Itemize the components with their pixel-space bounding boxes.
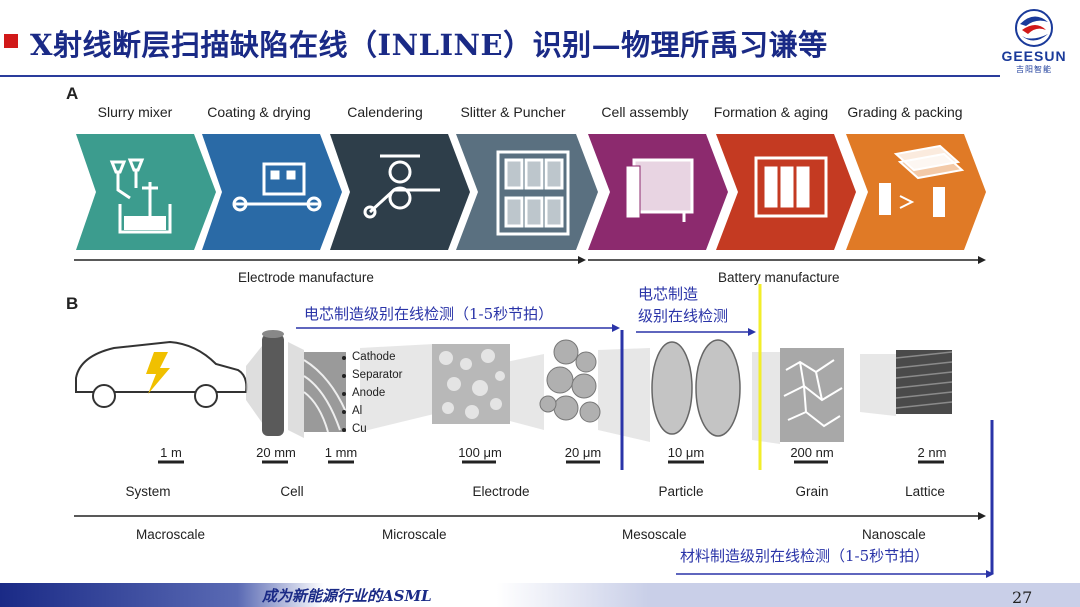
step-label-slurry: Slurry mixer bbox=[97, 104, 173, 120]
layer-label-cathode: Cathode bbox=[352, 351, 396, 363]
category-lattice: Lattice bbox=[905, 484, 945, 499]
scale-label-100um: 100 μm bbox=[458, 445, 502, 460]
scale-diagram bbox=[74, 284, 994, 578]
grain-image bbox=[780, 348, 844, 442]
step-label-grading: Grading & packing bbox=[847, 104, 963, 120]
step-label-assembly: Cell assembly bbox=[601, 104, 689, 120]
scale-label-1mm: 1 mm bbox=[324, 445, 358, 460]
axis-microscale: Microscale bbox=[382, 527, 447, 542]
particle-cross-section-image bbox=[651, 339, 741, 437]
layer-label-al: Al bbox=[352, 405, 363, 417]
mixer-icon bbox=[109, 158, 172, 234]
scale-label-10um: 10 μm bbox=[667, 445, 705, 460]
axis-mesoscale: Mesoscale bbox=[622, 527, 687, 542]
category-grain: Grain bbox=[795, 484, 829, 499]
category-particle: Particle bbox=[658, 484, 704, 499]
page-title: X射线断层扫描缺陷在线（INLINE）识别—物理所禹习谦等 bbox=[30, 28, 828, 62]
footer-slogan: 成为新能源行业的ASML bbox=[262, 587, 432, 605]
step-label-coating: Coating & drying bbox=[207, 104, 311, 120]
step-label-slitter: Slitter & Puncher bbox=[460, 104, 566, 120]
cell-cylinder bbox=[262, 334, 284, 436]
note-cell-inline: 电芯制造级别在线检测（1-5秒节拍） bbox=[304, 305, 554, 323]
category-system: System bbox=[125, 484, 171, 499]
scale-label-200nm: 200 nm bbox=[790, 445, 834, 460]
title-underline bbox=[0, 75, 1000, 77]
axis-macroscale: Macroscale bbox=[136, 527, 206, 542]
logo-swirl-icon bbox=[1015, 9, 1053, 47]
electrode-layers-image bbox=[303, 352, 347, 433]
note-material-inline: 材料制造级别在线检测（1-5秒节拍） bbox=[680, 547, 930, 565]
note-cell-inline-line2: 级别在线检测 bbox=[638, 307, 729, 325]
category-cell: Cell bbox=[280, 484, 304, 499]
layer-label-separator: Separator bbox=[352, 369, 403, 381]
car-icon bbox=[75, 340, 248, 408]
company-logo: GEESUN 吉阳智能 bbox=[992, 6, 1076, 74]
coating-icon bbox=[232, 162, 322, 212]
panel-a-letter: A bbox=[66, 84, 79, 103]
title-bullet bbox=[4, 34, 18, 48]
layer-label-anode: Anode bbox=[352, 387, 386, 399]
process-chevrons bbox=[74, 134, 986, 264]
note-cell-inline-line1: 电芯制造 bbox=[638, 285, 699, 303]
layer-label-cu: Cu bbox=[352, 423, 367, 435]
scale-label-2nm: 2 nm bbox=[917, 445, 947, 460]
cell-assembly-icon bbox=[625, 158, 694, 222]
lightning-icon bbox=[146, 352, 170, 394]
footer-bar bbox=[0, 583, 1080, 607]
panel-b-letter: B bbox=[66, 294, 79, 313]
logo-subtitle: 吉阳智能 bbox=[1016, 65, 1052, 74]
header: X射线断层扫描缺陷在线（INLINE）识别—物理所禹习谦等 GEESUN 吉阳智… bbox=[0, 0, 1080, 78]
step-label-calendering: Calendering bbox=[347, 104, 423, 120]
formation-icon bbox=[754, 156, 828, 218]
packing-icon bbox=[879, 144, 965, 217]
chevron-calendering bbox=[330, 134, 470, 250]
scale-label-1m: 1 m bbox=[160, 445, 182, 460]
scale-label-20um: 20 μm bbox=[564, 445, 602, 460]
axis-nanoscale: Nanoscale bbox=[862, 527, 926, 542]
step-label-formation: Formation & aging bbox=[713, 104, 829, 120]
category-electrode: Electrode bbox=[472, 484, 530, 499]
battery-manufacture-label: Battery manufacture bbox=[718, 270, 840, 285]
electrode-manufacture-label: Electrode manufacture bbox=[238, 270, 374, 285]
slitter-icon bbox=[496, 150, 570, 236]
calendering-icon bbox=[363, 154, 440, 219]
scale-label-20mm: 20 mm bbox=[256, 445, 296, 460]
page-number: 27 bbox=[1012, 588, 1033, 607]
logo-name: GEESUN bbox=[1001, 48, 1067, 64]
particle-cluster-image bbox=[539, 339, 601, 423]
chevron-coating bbox=[202, 134, 342, 250]
